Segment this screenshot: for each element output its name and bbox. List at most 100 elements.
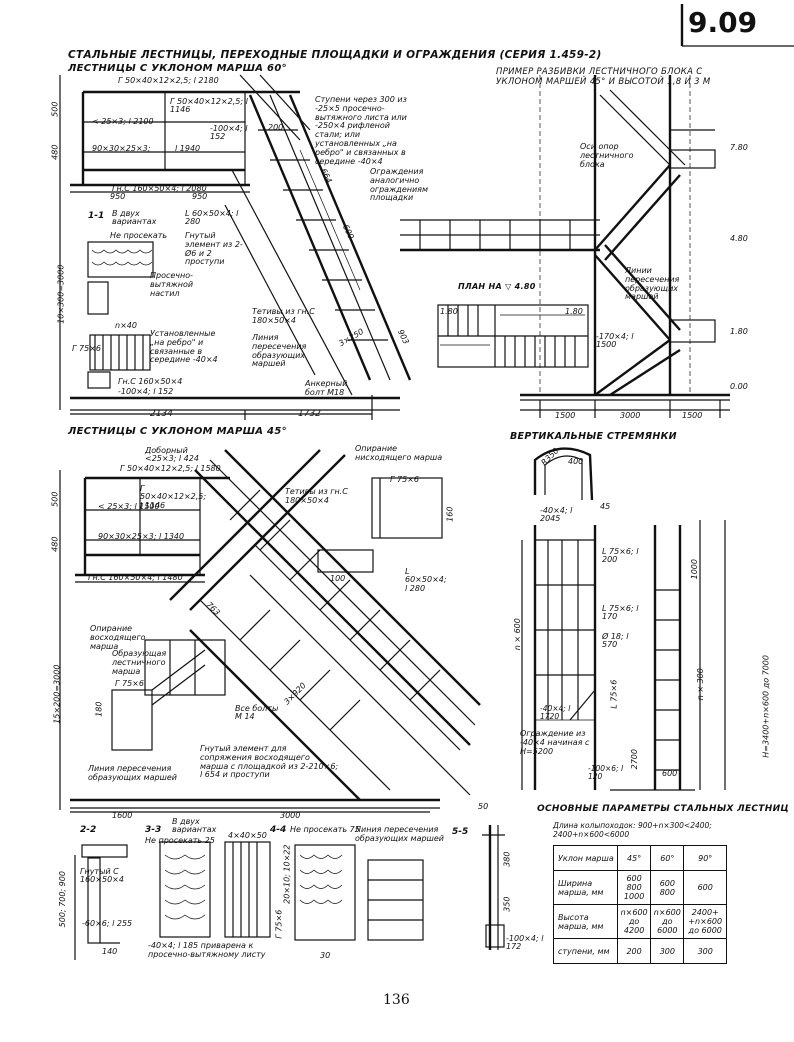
sec44-label: 4-4 [270, 825, 287, 835]
sec55-dim380: 380 [502, 851, 512, 867]
label-no-cut: Не просекать [110, 231, 168, 240]
dim45-100: 100 [330, 574, 346, 583]
dim-500: 500 [50, 101, 60, 117]
sec22-dim140: 140 [102, 947, 118, 956]
label-rail-top: Г 50×40×12×2,5; l 2180 [118, 76, 219, 85]
sec33-no-cut: Не просекать 25 [145, 836, 215, 845]
dim45-15x200: 15×200=3000 [52, 664, 62, 724]
label-bottom-rail: 90×30×25×3; [92, 144, 151, 153]
dim-200: 200 [268, 123, 284, 132]
params-header-cell: 60° [650, 845, 685, 871]
label-angle: L 60×50×4; l 280 [185, 209, 239, 227]
ladders-l75c: L 75×6 [609, 679, 619, 709]
params-cell: n×600 до 4200 [616, 904, 652, 939]
params-cell: 2400+ +n×600 до 6000 [683, 904, 727, 939]
ladders-plate2: -40×4; l 1720 [540, 704, 571, 721]
label45-gen-line: Образующая лестничного марша [112, 649, 167, 676]
params-cell: 200 [616, 938, 652, 964]
dim-480: 480 [50, 144, 60, 160]
dim-2134: 2134 [150, 409, 173, 419]
label-mid-rail: < 25×3; l 2100 [92, 117, 154, 126]
ladders-dim600: 600 [662, 769, 678, 778]
level-180: 1.80 [730, 327, 748, 336]
label-anchor: Анкерный болт М18 [305, 379, 348, 397]
footer-page-number: 136 [383, 992, 410, 1008]
table-row: Высота марша, мм n×600 до 4200 n×600 до … [553, 904, 727, 939]
dim-950a: 950 [110, 192, 126, 201]
params-cell: 300 [683, 938, 727, 964]
label45-beam: Гн.С 160×50×4; l 1480 [88, 573, 183, 582]
dim-1732: 1732 [298, 409, 321, 419]
dim45-3000: 3000 [280, 811, 301, 820]
sec22-label: 2-2 [80, 825, 97, 835]
params-subtitle: Длина колыпоходок: 900+n×300<2400; 2400+… [553, 821, 712, 839]
ladders-bent: Ограждение из -40×4 начиная с Н=5200 [520, 729, 590, 756]
sec22-bent: Гнутый С 160×50×4 [80, 867, 124, 885]
label45-lines: Линия пересечения образующих маршей [88, 764, 177, 782]
dim45-160: 160 [445, 506, 455, 522]
label-lines: Линия пересечения образующих маршей [252, 333, 307, 369]
plan-level-b: 1.80 [565, 307, 583, 316]
level-000: 0.00 [730, 382, 748, 391]
params-table: Уклон марша 45° 60° 90° Ширина марша, мм… [553, 845, 727, 964]
label-plate2: -100×4; l 152 [118, 387, 174, 396]
params-title: ОСНОВНЫЕ ПАРАМЕТРЫ СТАЛЬНЫХ ЛЕСТНИЦ [537, 804, 790, 814]
label-two-variants: В двух вариантах [112, 209, 157, 227]
ladders-n300: n × 300 [695, 668, 705, 701]
sec33-weld: -40×4; l 185 приварена к просечно-вытяжн… [148, 941, 266, 959]
label-rail-right: Г 50×40×12×2,5; l 1146 [170, 97, 248, 115]
example-title: ПРИМЕР РАЗБИВКИ ЛЕСТНИЧНОГО БЛОКА С УКЛО… [496, 67, 711, 87]
ladders-plate: -40×4; l 2045 [540, 506, 573, 524]
example-block-drawing [400, 75, 730, 418]
sec33-two-var: В двух вариантах [172, 817, 217, 835]
sec55-plate: -100×4; l 172 [506, 934, 544, 952]
example-plate: -170×4; l 1500 [596, 332, 634, 350]
label-railing-note: Ограждения аналогично ограждениям площад… [370, 167, 429, 203]
sec55-label: 5-5 [452, 827, 469, 837]
label45-bent: Гнутый элемент для сопряжения восходящег… [200, 744, 339, 780]
label45-g75: Г 75×6 [390, 475, 419, 484]
ladders-plate3: -100×6; l 120 [588, 764, 624, 781]
level-480: 4.80 [730, 234, 748, 243]
vertical-ladders-drawing [521, 447, 726, 791]
example-lines-note: Линии пересечения образующих маршей [625, 266, 680, 302]
section-45-title: ЛЕСТНИЦЫ С УКЛОНОМ МАРША 45° [68, 426, 287, 437]
label-g75: Г 75×6 [72, 344, 101, 353]
params-cell: Ширина марша, мм [553, 870, 618, 905]
page-number-box: 9.09 [688, 6, 758, 39]
sec44-dim30: 30 [320, 951, 331, 960]
bottom-sections-drawing [74, 825, 505, 960]
label-beam2: Гн.С 160×50×4 [118, 377, 183, 386]
sec44-g75: Г 75×6 [274, 909, 284, 939]
params-cell: ступени, мм [553, 938, 618, 964]
sec55-dim350: 350 [502, 896, 512, 912]
params-cell: Высота марша, мм [553, 904, 618, 939]
label45-mid: < 25×3; l 1500 [98, 502, 160, 511]
label-sec11: 1-1 [88, 211, 105, 221]
ladders-dim1000: 1000 [689, 559, 699, 580]
ladders-title: ВЕРТИКАЛЬНЫЕ СТРЕМЯНКИ [510, 431, 677, 442]
page-title: СТАЛЬНЫЕ ЛЕСТНИЦЫ, ПЕРЕХОДНЫЕ ПЛОЩАДКИ И… [68, 49, 602, 61]
label45-bolts: Все болты М 14 [235, 704, 279, 722]
sec22-plate: -60×6; l 255 [82, 919, 133, 928]
sec33-label: 3-3 [145, 825, 162, 835]
label-installed: Установленные „на ребро" и связанные в с… [150, 329, 218, 365]
params-header-cell: 45° [616, 845, 652, 871]
label45-bottom: 90×30×25×3; l 1340 [98, 532, 185, 541]
sec44-dims: 20×10; 10×22 [282, 844, 292, 904]
label45-angle: L 60×50×4; l 280 [405, 567, 447, 593]
label-treads: Ступени через 300 из -25×5 просечно-вытя… [315, 95, 407, 166]
dim-1500a: 1500 [555, 411, 576, 420]
label-bent: Гнутый элемент из 2-Ø6 и 2 проступи [185, 231, 243, 267]
dim-1500b: 1500 [682, 411, 703, 420]
ladders-n600: n × 600 [512, 618, 522, 651]
sec44-lines: Линия пересечения образующих маршей [355, 825, 444, 843]
level-780: 7.80 [730, 143, 748, 152]
sec33-size: 4×40×50 [228, 831, 267, 840]
dim-10x300: 10×300=3000 [56, 264, 66, 324]
label-stringers: Тетивы из гн.С 180×50×4 [252, 307, 315, 325]
dim45-180: 180 [94, 701, 104, 717]
label45-stringers: Тетивы из гн.С 180×50×4 [285, 487, 348, 505]
dim45-1600: 1600 [112, 811, 133, 820]
